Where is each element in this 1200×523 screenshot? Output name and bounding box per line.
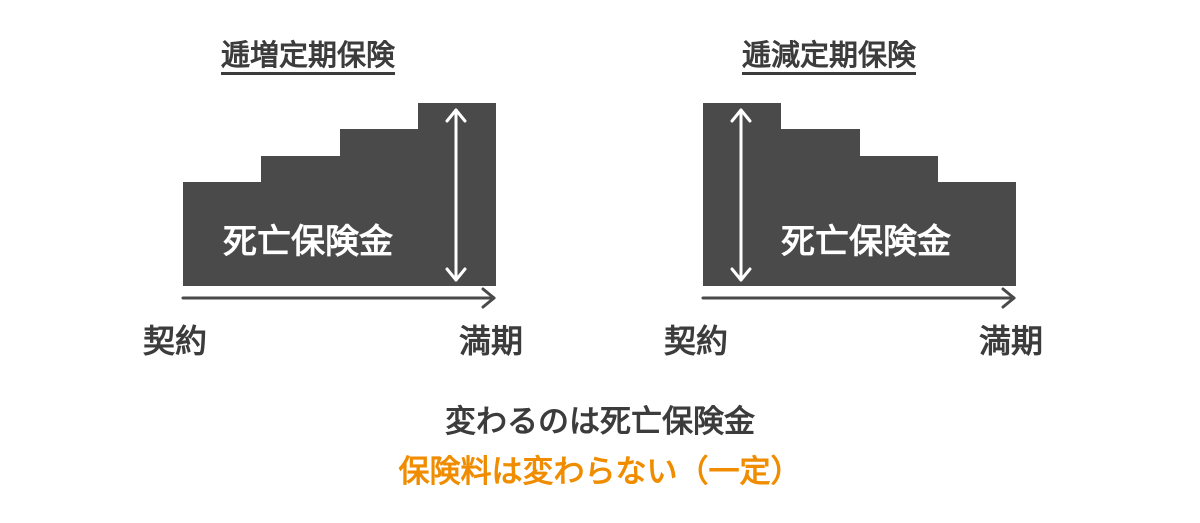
- increasing-staircase: [181, 103, 496, 309]
- decreasing-staircase: [701, 103, 1016, 309]
- caption-fixed-premium: 保険料は変わらない（一定）: [398, 454, 802, 490]
- decreasing-amount-arrow: [730, 108, 752, 282]
- caption-changing-benefit: 変わるのは死亡保険金: [445, 404, 755, 440]
- decreasing-title: 逓減定期保険: [742, 38, 917, 72]
- decreasing-death-benefit-label: 死亡保険金: [781, 222, 951, 262]
- decreasing-time-axis: [701, 287, 1016, 309]
- increasing-end-label: 満期: [459, 322, 524, 360]
- increasing-time-axis: [181, 287, 496, 309]
- increasing-start-label: 契約: [143, 322, 208, 360]
- decreasing-steps: [703, 103, 1016, 286]
- increasing-amount-arrow: [445, 108, 467, 282]
- increasing-title: 逓増定期保険: [221, 38, 396, 72]
- increasing-death-benefit-label: 死亡保険金: [223, 222, 393, 262]
- decreasing-end-label: 満期: [979, 322, 1044, 360]
- decreasing-start-label: 契約: [664, 322, 729, 360]
- increasing-steps: [183, 103, 496, 286]
